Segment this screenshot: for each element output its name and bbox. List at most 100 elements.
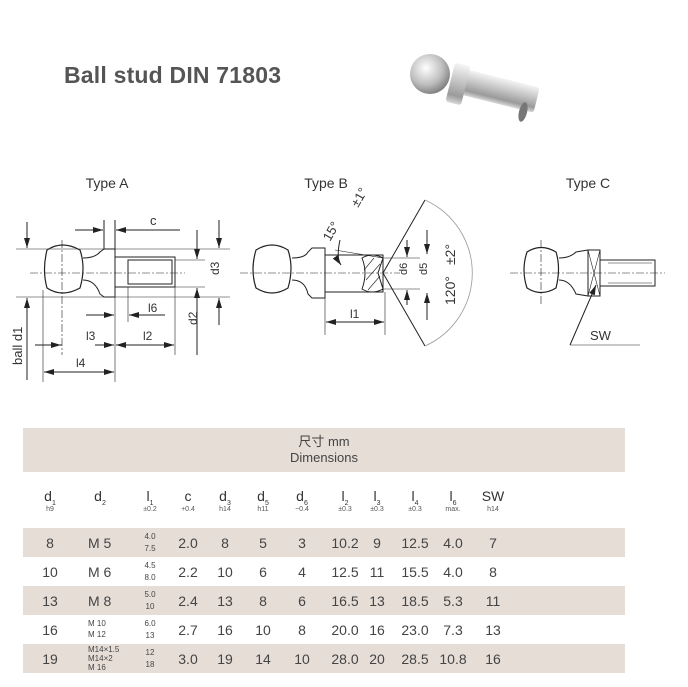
cell-d5: 5 <box>259 535 267 551</box>
cell-sw: 11 <box>485 593 501 609</box>
cell-l4: 12.5 <box>401 535 429 551</box>
column-name: l <box>373 488 377 504</box>
cell-l6: 4.0 <box>443 564 463 580</box>
column-subscript: 3 <box>226 499 231 507</box>
cell-d3: 16 <box>217 622 233 638</box>
dim-angle-15-tol: ±1° <box>348 185 371 209</box>
cell-line: M 16 <box>88 663 106 672</box>
cell-d1: 10 <box>42 564 58 580</box>
dim-l2: l2 <box>143 329 153 343</box>
cell-l3: 9 <box>373 535 381 551</box>
dim-angle-120-tol: ±2° <box>442 244 458 265</box>
cell-c: 2.2 <box>178 564 198 580</box>
column-header-d1: d1 <box>44 488 56 507</box>
column-header-l3: l3 <box>373 488 380 507</box>
cell-l3: 20 <box>369 651 385 667</box>
cell-d2: M 6 <box>88 564 111 580</box>
column-header-c: c <box>185 488 192 504</box>
cell-c: 2.0 <box>178 535 198 551</box>
cell-l2: 10.2 <box>331 535 359 551</box>
cell-l3: 13 <box>369 593 385 609</box>
column-header-d6: d6 <box>296 488 308 507</box>
cell-d2: M 5 <box>88 535 111 551</box>
column-tolerance: ±0.2 <box>143 506 157 513</box>
column-name: d <box>257 488 265 504</box>
product-photo <box>410 54 540 122</box>
cell-d2: M 8 <box>88 593 111 609</box>
cell-line: M 5 <box>88 535 112 551</box>
dim-d3: d3 <box>208 261 222 275</box>
cell-line: M 6 <box>88 564 112 580</box>
cell-line: M 12 <box>88 630 106 639</box>
dim-sw: SW <box>590 328 612 343</box>
cell-l4: 23.0 <box>401 622 429 638</box>
column-subscript: 6 <box>452 499 457 507</box>
cell-d3: 10 <box>217 564 233 580</box>
column-name: d <box>44 488 52 504</box>
column-header-l6: l6 <box>449 488 456 507</box>
column-subscript: 6 <box>303 499 308 507</box>
cell-line: M14×2 <box>88 654 113 663</box>
column-tolerance: h14 <box>487 506 499 513</box>
cell-d1: 16 <box>42 622 58 638</box>
cell-line: 18 <box>145 660 155 669</box>
type-b-drawing: Type B 15° ±1° d6 d5 l1 120° ±2° <box>240 175 473 347</box>
column-tolerance: h14 <box>219 506 231 513</box>
cell-d3: 19 <box>217 651 233 667</box>
column-tolerance: ±0.3 <box>338 506 352 513</box>
column-header-l4: l4 <box>411 488 418 507</box>
cell-l2: 16.5 <box>331 593 359 609</box>
cell-d5: 8 <box>259 593 267 609</box>
cell-l6: 5.3 <box>443 593 463 609</box>
column-name: d <box>94 488 102 504</box>
cell-d3: 8 <box>221 535 229 551</box>
cell-d6: 3 <box>298 535 306 551</box>
dim-angle-15: 15° <box>320 219 343 244</box>
cell-sw: 7 <box>489 535 497 551</box>
technical-drawings: Type A c d3 d2 l6 <box>10 54 665 382</box>
column-header-l2: l2 <box>341 488 348 507</box>
cell-l2: 12.5 <box>331 564 359 580</box>
cell-d1: 8 <box>46 535 54 551</box>
table-title-en: Dimensions <box>290 450 358 465</box>
dim-d2: d2 <box>186 311 200 325</box>
table-title-band: 尺寸 mm Dimensions <box>23 428 625 472</box>
column-tolerance: ±0.3 <box>408 506 422 513</box>
type-c-drawing: Type C SW <box>510 175 665 346</box>
cell-l6: 4.0 <box>443 535 463 551</box>
cell-sw: 13 <box>485 622 501 638</box>
cell-line: 4.0 <box>144 532 156 541</box>
type-a-label: Type A <box>86 175 129 191</box>
cell-line: 7.5 <box>144 544 156 553</box>
cell-l3: 11 <box>369 564 385 580</box>
column-header-l1: l1 <box>146 488 153 507</box>
column-header-d3: d3 <box>219 488 231 507</box>
cell-l2: 20.0 <box>331 622 359 638</box>
column-tolerance: h9 <box>46 506 54 513</box>
cell-d6: 4 <box>298 564 306 580</box>
type-b-label: Type B <box>304 175 348 191</box>
cell-d3: 13 <box>217 593 233 609</box>
column-subscript: 2 <box>344 499 349 507</box>
cell-l6: 7.3 <box>443 622 463 638</box>
table-row: 8 M 5 4.0 7.5 2.0 8 5 3 10.2 9 12.5 4.0 7 <box>23 528 625 557</box>
cell-line: 5.0 <box>144 590 156 599</box>
cell-line: 10 <box>145 602 155 611</box>
cell-line: M14×1.5 <box>88 645 120 654</box>
type-a-drawing: Type A c d3 d2 l6 <box>10 175 230 382</box>
column-tolerance: +0.4 <box>181 506 195 513</box>
column-header-d5: d5 <box>257 488 269 507</box>
cell-l4: 18.5 <box>401 593 429 609</box>
cell-c: 2.7 <box>178 622 198 638</box>
dim-l3: l3 <box>86 329 96 343</box>
column-header-d2: d2 <box>94 488 106 507</box>
cell-d5: 6 <box>259 564 267 580</box>
